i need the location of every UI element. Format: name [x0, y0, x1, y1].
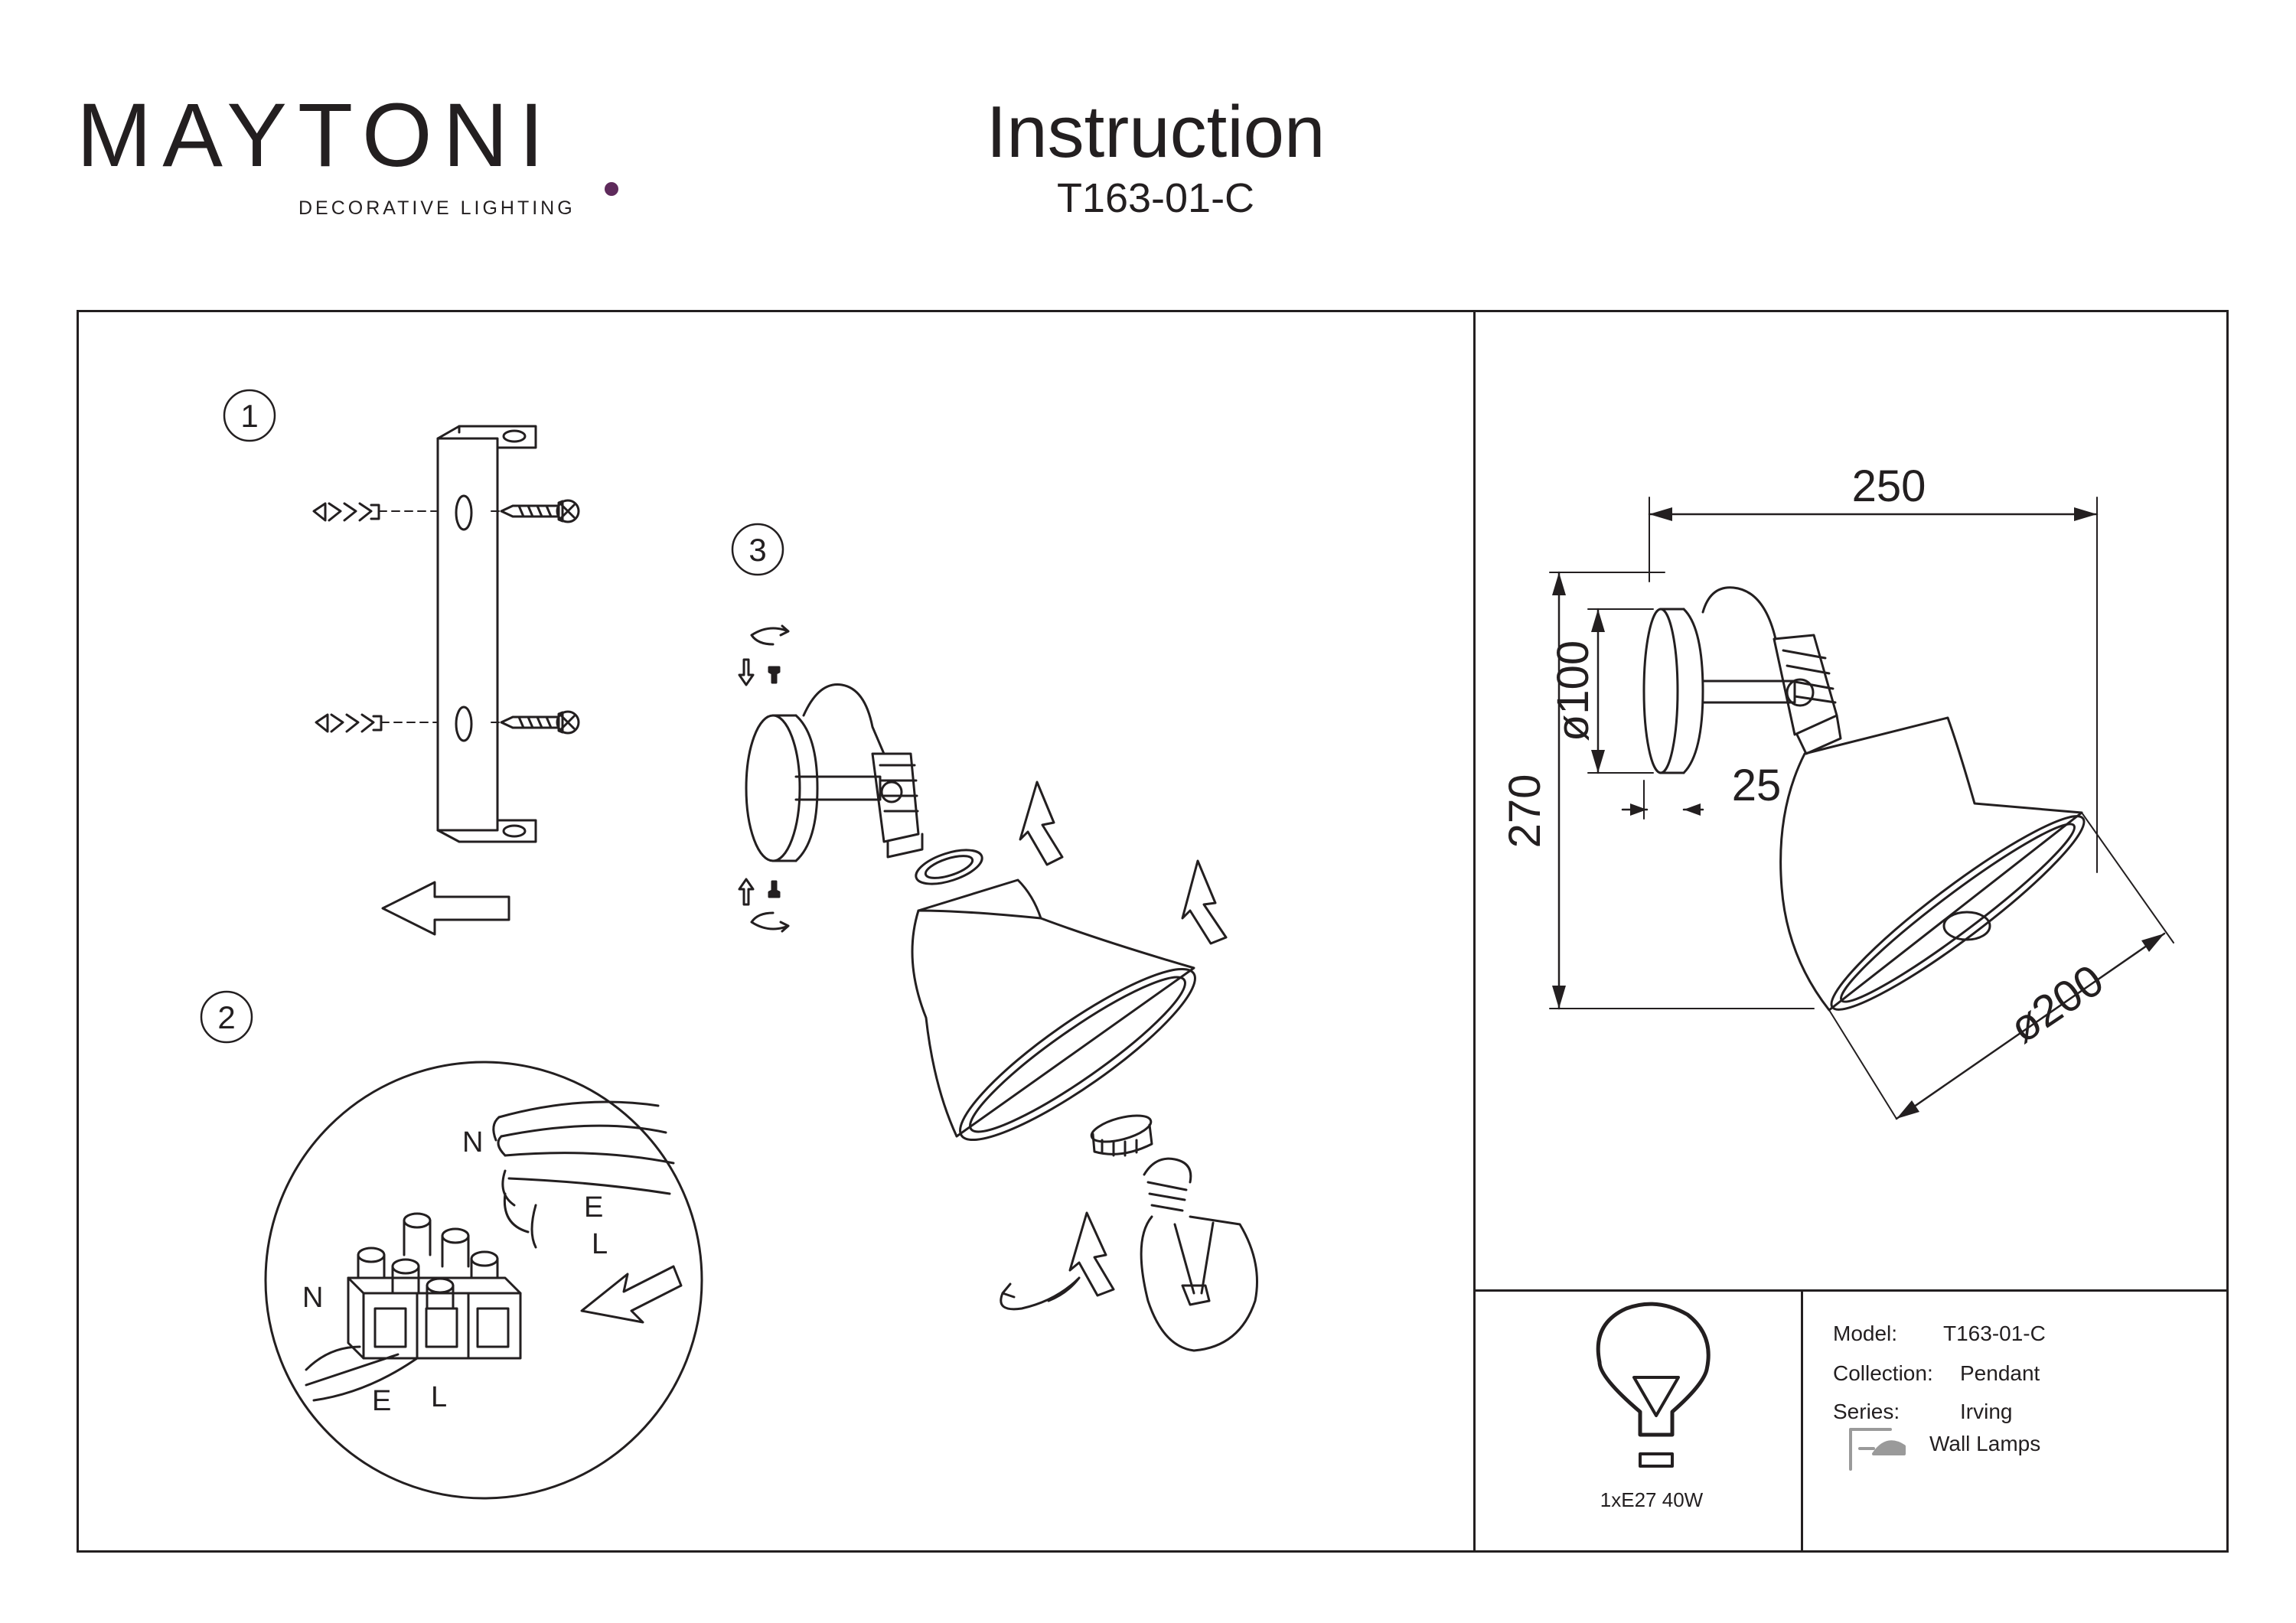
- dimension-shade-diameter: ø200: [2001, 955, 2112, 1053]
- spec-divider: [1473, 1289, 2229, 1292]
- step1-number: 1: [240, 398, 258, 434]
- page-title: Instruction: [986, 91, 1326, 173]
- spec-column-divider: [1801, 1289, 1803, 1553]
- screw-bottom: [500, 710, 580, 735]
- wire-label-l-bottom: L: [431, 1381, 447, 1413]
- left-arrow-icon: [381, 881, 510, 936]
- dimension-height: 270: [1500, 774, 1550, 849]
- step2-number: 2: [217, 999, 235, 1035]
- up-arrow-icon: [738, 878, 755, 906]
- model-code: T163-01-C: [1056, 175, 1255, 221]
- spec-model-value: T163-01-C: [1943, 1322, 2046, 1345]
- mounting-bracket: [436, 425, 537, 843]
- bulb-spec: 1xE27 40W: [1600, 1488, 1704, 1511]
- step2-badge: 2: [200, 990, 253, 1044]
- rotate-icon-bottom: [750, 911, 790, 933]
- panel-divider: [1473, 310, 1476, 1553]
- spec-collection-label: Collection:: [1833, 1361, 1933, 1385]
- brand-tagline: DECORATIVE LIGHTING: [298, 197, 576, 219]
- wire-label-e-top: E: [584, 1191, 603, 1224]
- step3-number: 3: [748, 532, 766, 568]
- spec-series-label: Series:: [1833, 1400, 1900, 1423]
- dimension-drawing: [1549, 497, 2174, 1120]
- down-arrow-icon: [738, 658, 755, 686]
- wire-label-l-top: L: [592, 1228, 608, 1260]
- brand-name: MAYTONI: [77, 85, 555, 186]
- up-arrow-icon-1: [1019, 781, 1064, 866]
- spec-model-label: Model:: [1833, 1322, 1898, 1345]
- up-arrow-icon-3: [1068, 1211, 1115, 1297]
- wall-anchor-bottom: [315, 713, 383, 733]
- wall-lamp-icon: [1849, 1428, 1906, 1471]
- instruction-frame: [77, 310, 2229, 1553]
- dimension-base-diameter: ø100: [1548, 640, 1598, 741]
- light-bulb-icon: [1596, 1302, 1711, 1468]
- wire-label-e-bottom: E: [372, 1385, 391, 1417]
- step3-badge: 3: [731, 523, 784, 576]
- screw-top: [500, 499, 580, 523]
- up-arrow-icon-2: [1181, 859, 1228, 945]
- spec-series-value: Irving: [1960, 1400, 2013, 1423]
- insert-arrow-icon: [580, 1265, 683, 1324]
- wire-label-n-top: N: [462, 1126, 483, 1159]
- wire-label-n-bottom: N: [302, 1282, 323, 1314]
- dimension-base-depth: 25: [1732, 761, 1782, 810]
- rotate-icon-top: [750, 624, 790, 646]
- wall-anchor-top: [312, 502, 380, 522]
- step1-badge: 1: [223, 389, 276, 442]
- small-screw-bottom: [768, 880, 781, 898]
- lamp-assembly-exploded: [745, 683, 1258, 1352]
- dimension-width: 250: [1852, 461, 1926, 511]
- rotate-icon-bulb: [1000, 1276, 1081, 1311]
- spec-type-value: Wall Lamps: [1929, 1432, 2041, 1455]
- spec-collection-value: Pendant: [1960, 1361, 2040, 1385]
- wiring-detail-circle: [264, 1061, 703, 1500]
- small-screw-top: [768, 666, 781, 684]
- brand-logo: MAYTONI DECORATIVE LIGHTING: [77, 90, 618, 228]
- brand-accent-dot: [605, 182, 618, 196]
